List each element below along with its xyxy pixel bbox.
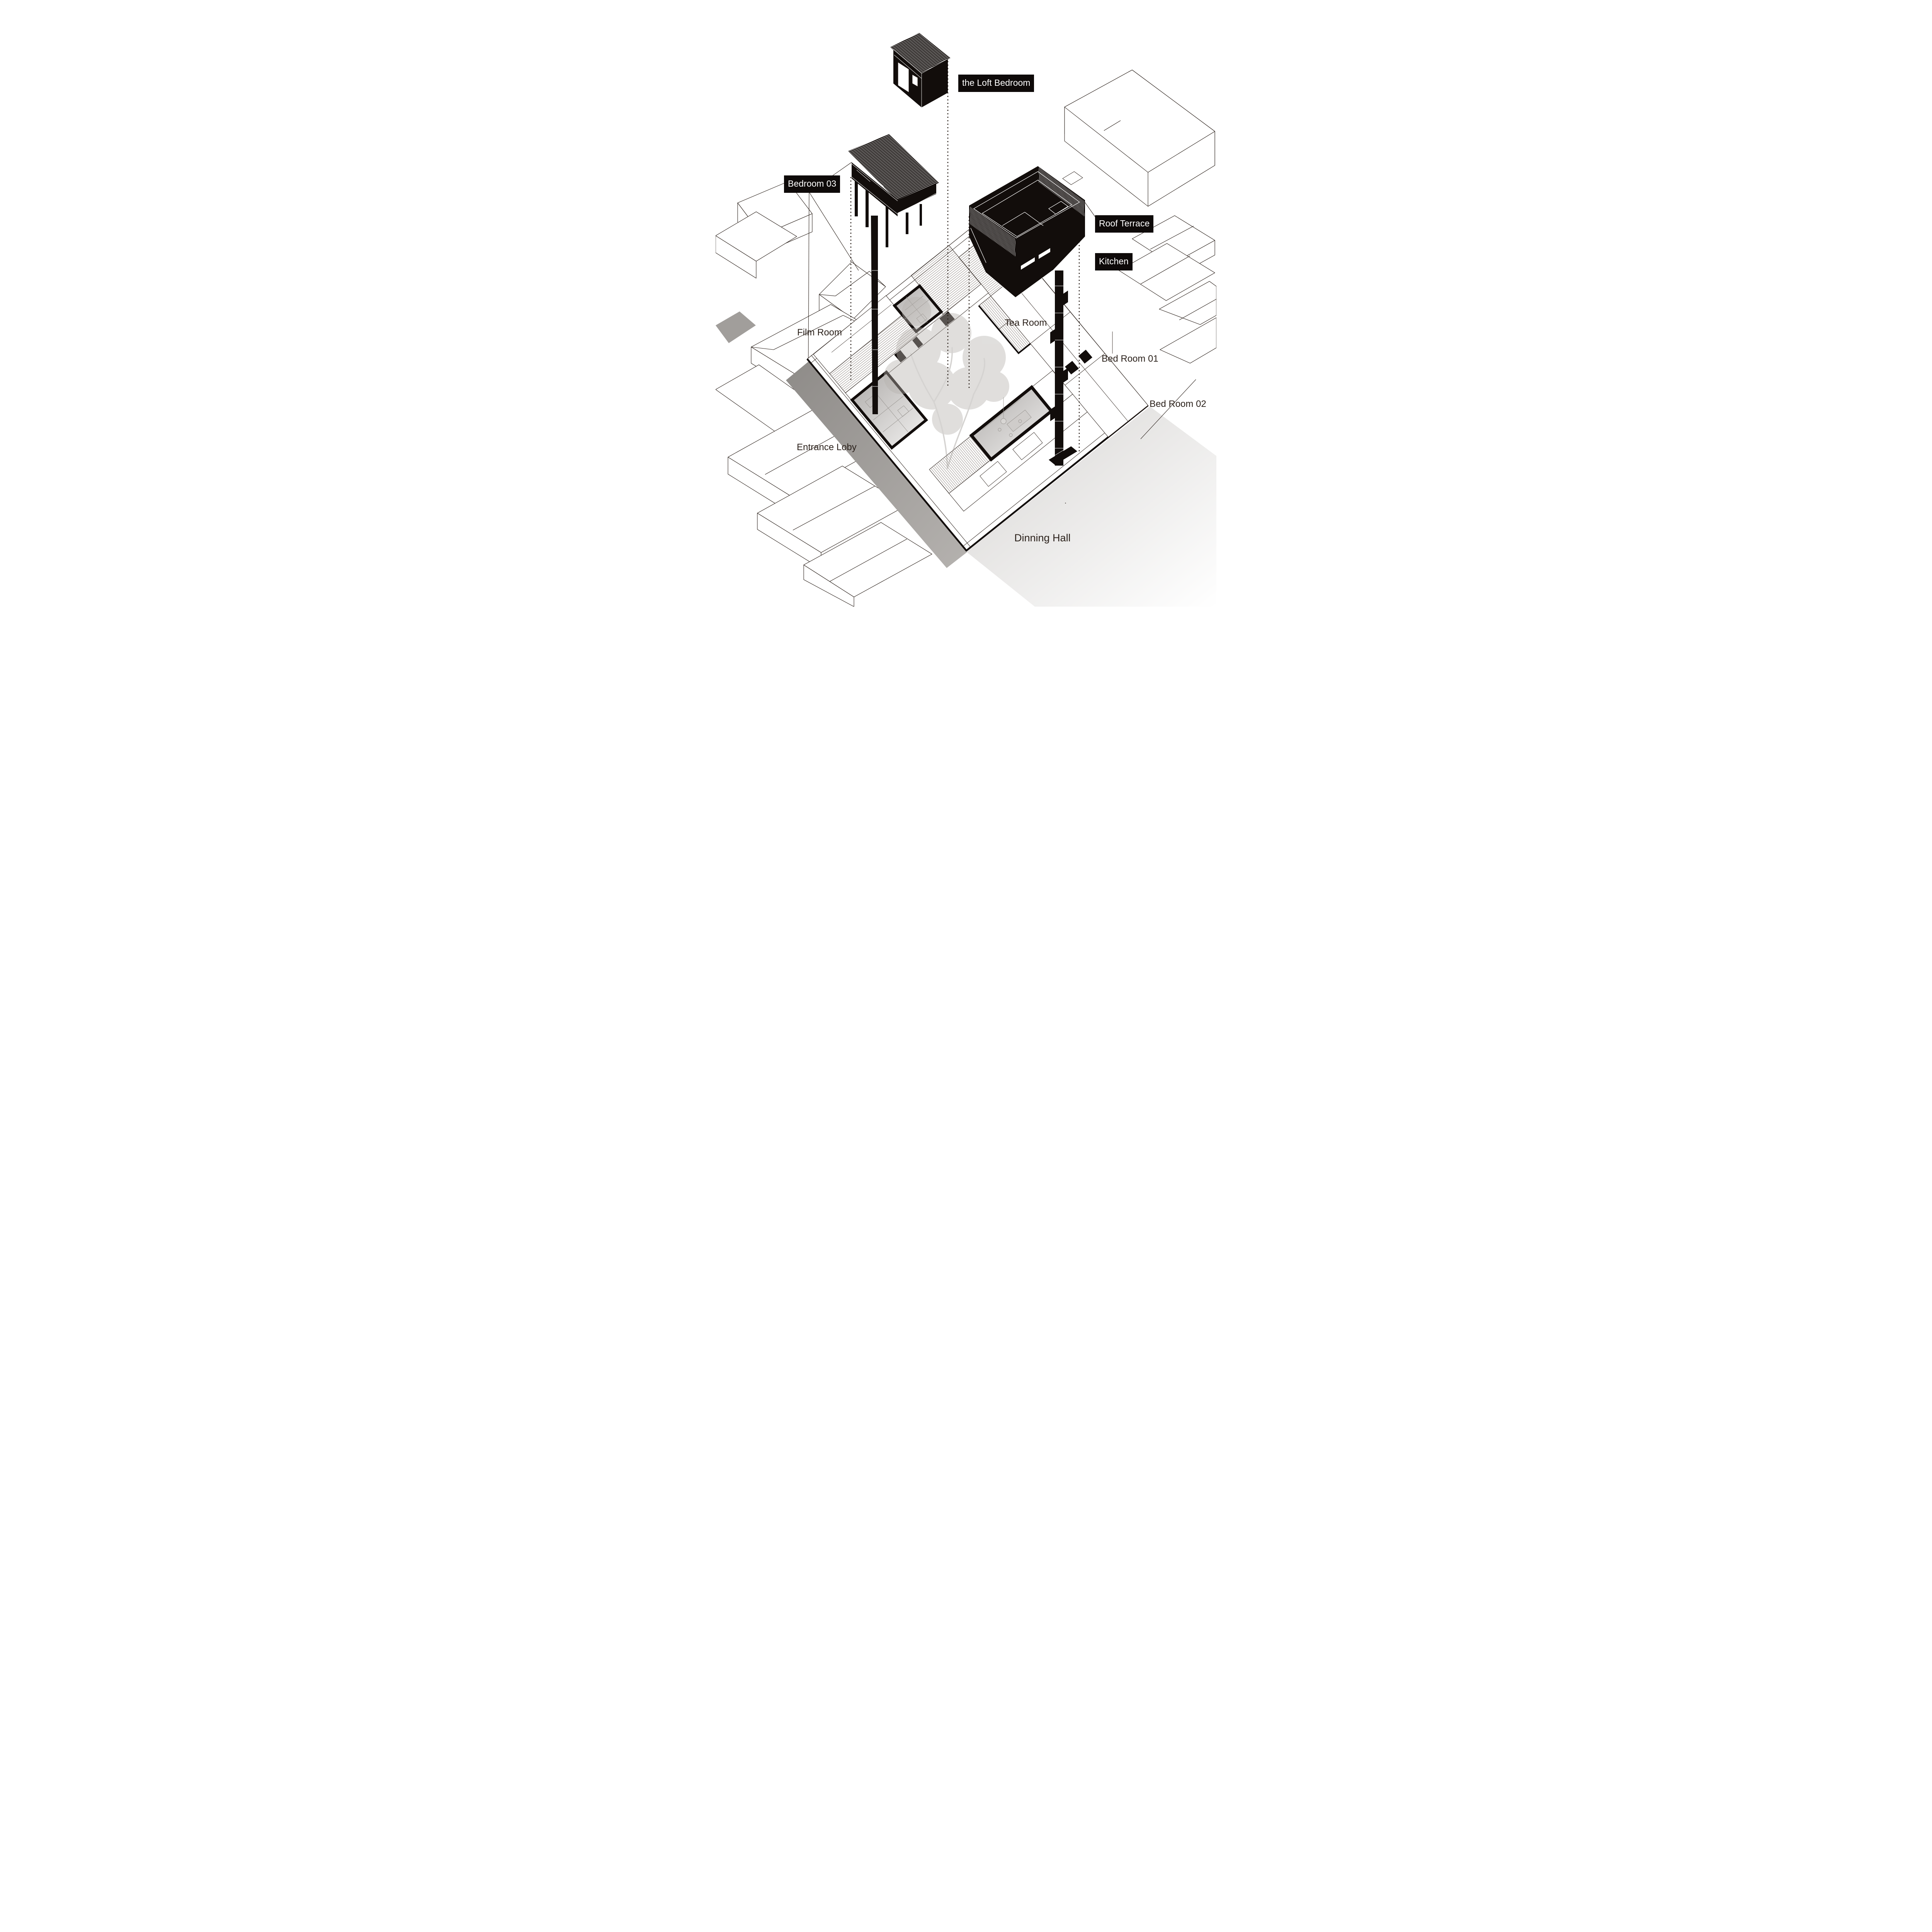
east-wing	[990, 264, 1148, 437]
street-shadow-southeast	[966, 406, 1216, 607]
context-building	[1119, 243, 1215, 301]
kitchen-stair-column	[1049, 270, 1077, 466]
label-bed-room-01: Bed Room 01	[1102, 354, 1158, 364]
terrace-rooftop-box	[1062, 171, 1083, 185]
window-opening	[894, 350, 906, 362]
dotted-drop-lines	[850, 61, 1080, 451]
terrace-striped-skirt-left	[970, 206, 1015, 257]
terrace-striped-skirt-right	[1039, 167, 1084, 216]
context-building	[1064, 70, 1215, 207]
label-the-loft-bedroom: the Loft Bedroom	[958, 75, 1034, 92]
street-shadow-alley	[716, 311, 756, 343]
context-buildings	[716, 70, 1216, 607]
perimeter-wall-base	[806, 358, 1149, 552]
context-building	[716, 211, 797, 279]
context-building	[1160, 317, 1216, 364]
roof-terrace-volume	[969, 166, 1085, 298]
terrace-window-slit	[1021, 257, 1035, 270]
label-dinning-hall: Dinning Hall	[1014, 532, 1071, 544]
loft-striped-roof	[890, 33, 951, 74]
bedroom03-volume	[848, 134, 939, 414]
diagram-canvas: the Loft Bedroom Bedroom 03 Roof Terrace…	[716, 0, 1216, 607]
window-opening	[1065, 361, 1079, 374]
bedroom03-stair-column	[871, 216, 878, 321]
courtyard-tree	[884, 297, 1009, 469]
terrace-window-slit	[1039, 248, 1050, 259]
label-entrance-loby: Entrance Loby	[797, 442, 857, 452]
street-shadow-southwest	[786, 362, 968, 568]
window-opening	[1078, 350, 1092, 364]
label-bed-room-02: Bed Room 02	[1150, 399, 1206, 409]
bedroom03-striped-roof	[848, 134, 939, 201]
window	[980, 461, 1007, 487]
stray-dot: .	[1065, 497, 1067, 505]
context-building	[757, 466, 907, 569]
context-building	[1159, 281, 1216, 325]
window-opening	[912, 337, 923, 348]
label-film-room: Film Room	[797, 327, 842, 338]
dining-roof-opening	[969, 385, 1054, 462]
context-building	[803, 522, 932, 607]
loft-window	[912, 74, 918, 87]
loft-bedroom-volume	[890, 33, 951, 107]
label-kitchen: Kitchen	[1095, 253, 1133, 270]
skylight-opening	[892, 284, 944, 333]
door-opening	[939, 311, 955, 326]
label-tea-room: Tea Room	[1005, 318, 1047, 328]
window	[1012, 432, 1043, 460]
axonometric-drawing	[716, 33, 1216, 607]
loft-door-opening	[898, 62, 909, 93]
label-roof-terrace: Roof Terrace	[1095, 215, 1154, 233]
label-bedroom-03: Bedroom 03	[784, 175, 840, 193]
